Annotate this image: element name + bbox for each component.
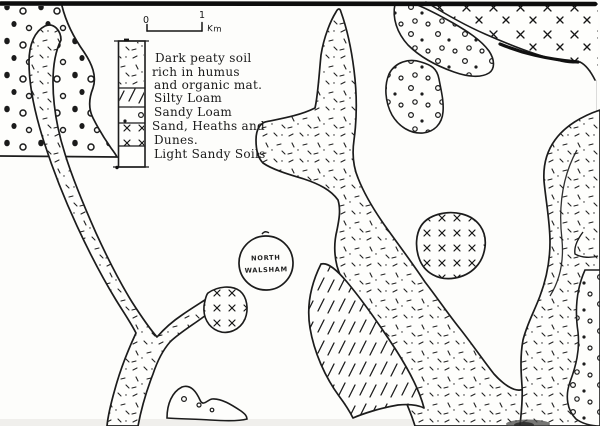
map-legend: Dark peaty soil rich in humus and organi… [113,38,266,170]
region-notch-line [574,231,599,259]
legend-label-line-1: Dark peaty soil [155,51,252,65]
legend-label-line-7: Dunes. [154,133,198,147]
legend-label-line-4: Silty Loam [154,91,222,105]
region-heath-top-right [425,1,598,81]
legend-swatch-silty-loam [119,88,144,107]
region-sandy-loam-top-left [0,5,119,158]
legend-label-line-2: rich in humus [152,65,240,79]
region-sandy-loam-bottom-right [566,269,600,426]
scale-end-label: 1 [199,10,205,21]
scale-unit-label: Km [207,24,222,35]
top-border-bar [0,0,598,7]
legend-swatch-dark-peaty-soil [119,42,144,87]
place-name-line-2: WALSHAM [245,265,288,275]
region-heath-blob-left [203,286,248,334]
place-name-line-1: NORTH [251,253,281,262]
scan-smudge [506,419,550,426]
region-silty-loam-band [307,262,425,419]
legend-label-line-3: and organic mat. [154,78,262,92]
region-sandy-loam-top-right [385,3,495,134]
region-peaty-band-left [28,24,218,426]
scale-start-label: 0 [143,15,149,26]
legend-label-line-5: Sandy Loam [154,105,232,119]
legend-label-line-6: Sand, Heaths and [152,119,265,133]
place-marker-north-walsham: NORTH WALSHAM [238,231,294,291]
legend-swatch-light-sandy-soils [119,146,144,166]
region-heath-blob-middle [415,211,487,280]
scale-bar: 0 1 Km [143,10,222,35]
region-sandy-loam-bottom-centre [166,385,248,422]
legend-swatch-sand-heaths-dunes [119,123,144,146]
legend-swatch-sandy-loam [119,107,144,123]
legend-label-line-8: Light Sandy Soils [154,147,266,161]
